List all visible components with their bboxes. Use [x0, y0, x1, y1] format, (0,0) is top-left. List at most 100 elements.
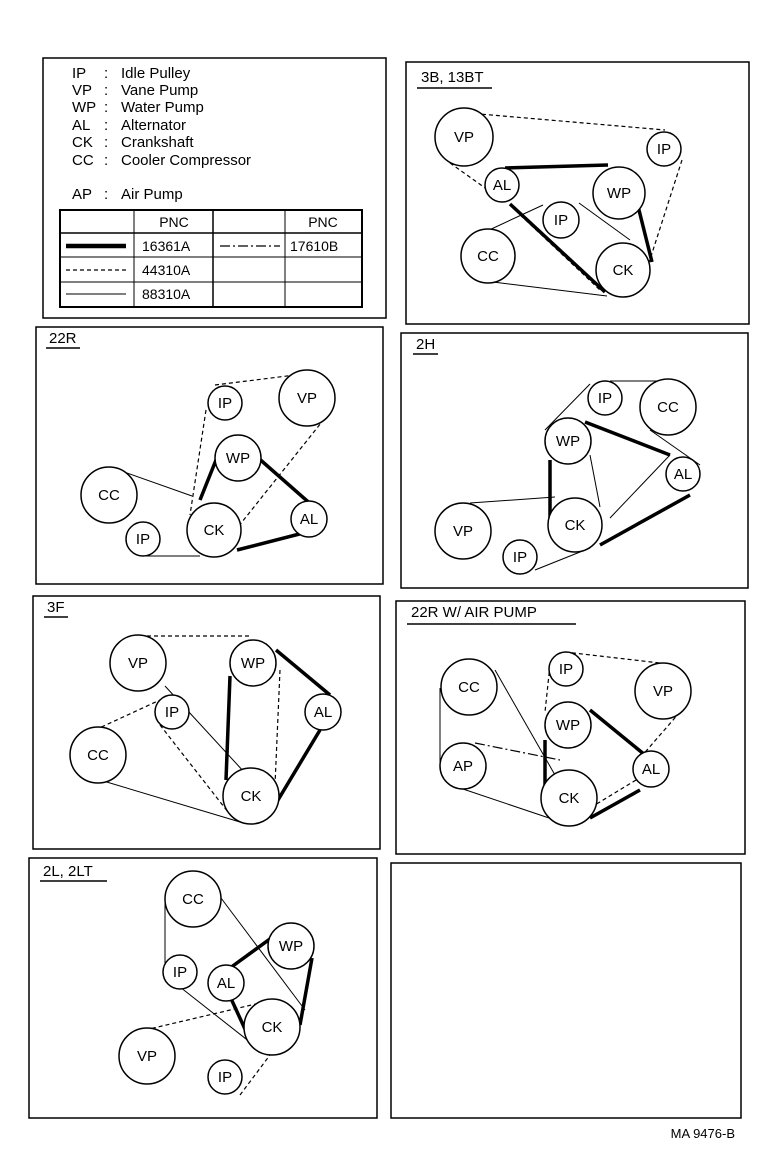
panel-frame: [395, 600, 746, 855]
legend-sep: :: [104, 65, 108, 82]
svg-text:IP: IP: [218, 1069, 232, 1086]
belts: [439, 651, 681, 821]
panel-title: 2H: [416, 336, 435, 353]
panel-title: 3F: [47, 599, 65, 616]
panel-frame: [400, 332, 749, 589]
legend-name-idle-pulley: Idle Pulley: [121, 65, 191, 82]
svg-text:AL: AL: [314, 704, 332, 721]
panel-22r: 22R IP VP WP CC IP CK AL: [35, 326, 384, 585]
legend-sep: :: [104, 82, 108, 99]
legend-code-cc: CC: [72, 152, 94, 169]
svg-text:AL: AL: [217, 975, 235, 992]
panel-title: 22R W/ AIR PUMP: [411, 604, 537, 621]
legend-code-wp: WP: [72, 99, 96, 116]
pulley-cc: CC: [80, 466, 138, 524]
svg-text:CK: CK: [241, 788, 262, 805]
pulley-vp: VP: [434, 502, 492, 560]
panel-3f: 3F VP WP AL IP CC CK: [32, 595, 381, 850]
pnc-header: PNC: [308, 214, 338, 230]
svg-text:CC: CC: [458, 679, 480, 696]
legend-sep: :: [104, 99, 108, 116]
legend-name-cooler-compressor: Cooler Compressor: [121, 152, 251, 169]
pnc-value: 88310A: [142, 286, 191, 302]
legend-code-al: AL: [72, 117, 90, 134]
pulley-ip: IP: [207, 1059, 243, 1095]
svg-text:IP: IP: [513, 549, 527, 566]
svg-text:VP: VP: [653, 683, 673, 700]
pulley-ck: CK: [222, 767, 280, 825]
pulley-wp: WP: [267, 922, 315, 970]
pulley-ip: IP: [125, 521, 161, 557]
legend-code-ip: IP: [72, 65, 86, 82]
pulley-al: AL: [665, 456, 701, 492]
pulley-wp: WP: [544, 417, 592, 465]
pulley-ck: CK: [540, 769, 598, 827]
svg-text:IP: IP: [165, 704, 179, 721]
pulley-ip: IP: [542, 201, 580, 239]
panel-frame: [405, 61, 750, 325]
legend-name-water-pump: Water Pump: [121, 99, 204, 116]
pnc-value: 17610B: [290, 238, 338, 254]
pulley-ip: IP: [646, 131, 682, 167]
pulley-wp: WP: [544, 701, 592, 749]
svg-text:CK: CK: [559, 790, 580, 807]
svg-text:AL: AL: [642, 761, 660, 778]
svg-text:VP: VP: [297, 390, 317, 407]
pulley-cc: CC: [164, 870, 222, 928]
pulley-wp: WP: [214, 434, 262, 482]
panel-frame: [35, 326, 384, 585]
panel-3b-13bt: 3B, 13BT VP IP AL WP IP CC CK: [405, 61, 750, 325]
legend-panel: IP : Idle Pulley VP : Vane Pump WP : Wat…: [42, 57, 387, 319]
legend-frame: [42, 57, 387, 319]
svg-text:CK: CK: [262, 1019, 283, 1036]
belts: [469, 380, 701, 571]
svg-text:IP: IP: [657, 141, 671, 158]
pulley-vp: VP: [278, 369, 336, 427]
svg-text:IP: IP: [136, 531, 150, 548]
pulley-cc: CC: [69, 726, 127, 784]
panel-empty: [390, 862, 742, 1119]
svg-text:AP: AP: [453, 758, 473, 775]
pulley-al: AL: [484, 167, 520, 203]
svg-text:CK: CK: [613, 262, 634, 279]
pulley-al: AL: [632, 750, 670, 788]
svg-text:IP: IP: [218, 395, 232, 412]
pulley-ip: IP: [154, 694, 190, 730]
pulley-ck: CK: [595, 242, 651, 298]
panel-2h: 2H IP CC WP AL VP CK IP: [400, 332, 749, 589]
svg-text:VP: VP: [128, 655, 148, 672]
pulley-ck: CK: [186, 502, 242, 558]
legend-sep: :: [104, 186, 108, 203]
pulley-vp: VP: [434, 107, 494, 167]
panel-title: 2L, 2LT: [43, 863, 93, 880]
svg-text:CK: CK: [204, 522, 225, 539]
pulley-ip: IP: [502, 539, 538, 575]
svg-text:IP: IP: [554, 212, 568, 229]
panel-frame: [390, 862, 742, 1119]
panel-2l-2lt: 2L, 2LT CC WP IP AL CK VP IP: [28, 857, 378, 1119]
svg-text:IP: IP: [173, 964, 187, 981]
svg-text:IP: IP: [598, 390, 612, 407]
svg-text:CC: CC: [182, 891, 204, 908]
legend-name-vane-pump: Vane Pump: [121, 82, 198, 99]
legend-sep: :: [104, 117, 108, 134]
legend-code-ck: CK: [72, 134, 93, 151]
pulley-vp: VP: [634, 662, 692, 720]
svg-text:WP: WP: [279, 938, 303, 955]
svg-text:AL: AL: [493, 177, 511, 194]
svg-text:WP: WP: [556, 717, 580, 734]
pulley-al: AL: [290, 500, 328, 538]
panel-title: 22R: [49, 330, 77, 347]
legend-code-ap: AP: [72, 186, 92, 203]
pulley-vp: VP: [118, 1027, 176, 1085]
svg-text:WP: WP: [556, 433, 580, 450]
legend-code-vp: VP: [72, 82, 92, 99]
pulley-vp: VP: [109, 634, 167, 692]
pulley-cc: CC: [639, 378, 697, 436]
svg-text:VP: VP: [454, 129, 474, 146]
svg-text:VP: VP: [137, 1048, 157, 1065]
svg-text:CC: CC: [98, 487, 120, 504]
svg-text:AL: AL: [300, 511, 318, 528]
pnc-header: PNC: [159, 214, 189, 230]
